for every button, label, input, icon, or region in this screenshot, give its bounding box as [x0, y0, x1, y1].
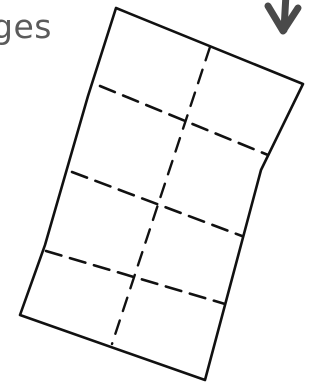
arrow-down-icon — [268, 0, 298, 31]
